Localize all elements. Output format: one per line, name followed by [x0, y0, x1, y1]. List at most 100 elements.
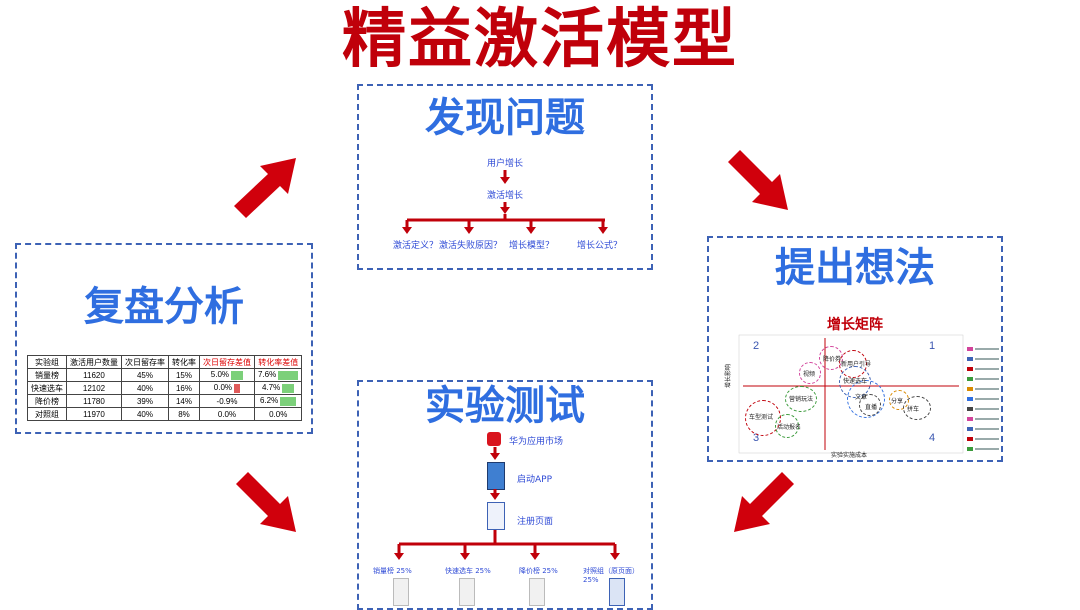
question-2: 激活失败原因？: [439, 241, 503, 251]
table-cell: 7.6%: [253, 368, 303, 382]
bubble-label-2: 新用户引导: [841, 362, 872, 368]
bar-fill: [280, 396, 297, 406]
table-cell: 14%: [168, 394, 200, 408]
cell-value: 0.0%: [269, 409, 288, 419]
ideas-title: 提出想法: [775, 245, 935, 291]
table-cell: 快速选车: [27, 381, 67, 395]
bar-fill: [282, 383, 295, 393]
page-title: 精益激活模型: [342, 3, 738, 77]
question-1: 激活定义？: [393, 241, 439, 251]
legend-row: [967, 348, 1003, 361]
table-row: 销量榜 11620 45% 15% 5.0% 7.6%: [27, 368, 303, 382]
legend-row: [967, 438, 1003, 451]
bubble-3: [799, 362, 821, 384]
arrow-ideas-to-experiment: [734, 472, 794, 532]
table-row: 降价榜 11780 39% 14% -0.9% 6.2%: [27, 394, 303, 408]
discover-flow-arrows: [402, 170, 608, 234]
col-header: 激活用户数量: [66, 355, 122, 369]
legend-row: [967, 358, 1003, 371]
matrix-y-axis-label: 增长影响: [726, 363, 732, 388]
table-cell: 5.0%: [199, 368, 255, 382]
bar-fill: [278, 370, 299, 380]
table-row: 快速选车 12102 40% 16% 0.0% 4.7%: [27, 381, 303, 395]
col-header: 转化率: [168, 355, 200, 369]
bubble-label-11: 活动报名: [777, 425, 802, 431]
table-cell: 16%: [168, 381, 200, 395]
table-cell: 15%: [168, 368, 200, 382]
arrow-review-to-experiment: [236, 472, 296, 532]
table-cell: -0.9%: [199, 394, 255, 408]
bubble-11: [775, 414, 799, 438]
register-label: 注册页面: [517, 517, 554, 527]
bar-fill: [231, 370, 244, 380]
cell-value: 4.7%: [262, 383, 281, 393]
experiment-box: 实验测试 华为应用市场 启动APP 注册页面 销量榜 25% 快速选车 25% …: [357, 380, 653, 610]
variant-thumbnail: [529, 578, 545, 606]
quadrant-3: 3: [753, 432, 760, 444]
group-label-2: 快速选车 25%: [445, 567, 491, 575]
table-cell: 40%: [121, 407, 169, 421]
table-cell: 11620: [66, 368, 122, 382]
legend-row: [967, 378, 1003, 391]
col-header: 实验组: [27, 355, 67, 369]
col-header: 转化率差值: [253, 355, 303, 369]
bubble-7: [859, 394, 881, 416]
register-screen-icon: [487, 502, 505, 530]
review-box: 复盘分析 实验组 激活用户数量 次日留存率 转化率 次日留存差值 转化率差值 销…: [15, 243, 313, 434]
experiment-title: 实验测试: [425, 383, 585, 429]
legend-row: [967, 398, 1003, 411]
legend-row: [967, 408, 1003, 421]
table-cell: 4.7%: [253, 381, 303, 395]
table-cell: 45%: [121, 368, 169, 382]
col-header: 次日留存率: [121, 355, 169, 369]
store-label: 华为应用市场: [509, 437, 564, 447]
table-cell: 对照组: [27, 407, 67, 421]
table-cell: 0.0%: [253, 407, 303, 421]
user-growth-label: 用户增长: [486, 159, 523, 169]
question-3: 增长模型？: [509, 241, 555, 251]
quadrant-1: 1: [929, 340, 936, 352]
question-4: 增长公式？: [577, 241, 623, 251]
table-cell: 降价榜: [27, 394, 67, 408]
col-header: 次日留存差值: [199, 355, 255, 369]
bubble-label-7: 直播: [865, 405, 878, 411]
table-cell: 40%: [121, 381, 169, 395]
table-row: 对照组 11970 40% 8% 0.0% 0.0%: [27, 407, 303, 421]
bubble-label-6: 文章: [855, 395, 868, 401]
table-cell: 11780: [66, 394, 122, 408]
experiment-flow-arrows: [394, 447, 620, 560]
discover-box: 发现问题 用户增长 激活增长 激活定义？ 激活失败原因？ 增长模型？ 增长公式？: [357, 84, 653, 270]
cell-value: 0.0%: [217, 409, 237, 419]
table-cell: 11970: [66, 407, 122, 421]
cell-value: -0.9%: [216, 396, 238, 406]
launch-label: 启动APP: [517, 475, 553, 485]
huawei-store-icon: [487, 432, 501, 446]
arrow-review-to-discover: [234, 158, 296, 218]
bubble-label-5: 营销玩法: [789, 397, 814, 403]
activation-growth-label: 激活增长: [486, 191, 523, 201]
review-title: 复盘分析: [84, 284, 244, 330]
arrow-discover-to-ideas: [728, 150, 788, 210]
cell-value: 0.0%: [213, 383, 232, 393]
table-cell: 销量榜: [27, 368, 67, 382]
bar-fill: [234, 383, 241, 393]
table-cell: 0.0%: [199, 381, 255, 395]
table-cell: 0.0%: [199, 407, 255, 421]
bubble-5: [785, 386, 817, 412]
bubble-6: [847, 380, 885, 418]
legend-row: [967, 388, 1003, 401]
quadrant-2: 2: [753, 340, 760, 352]
legend-row: [967, 338, 1003, 351]
discover-title: 发现问题: [425, 95, 585, 141]
bubble-label-3: 视频: [803, 372, 816, 378]
legend-row: [967, 428, 1003, 441]
group-label-1: 销量榜 25%: [373, 567, 412, 575]
quadrant-4: 4: [929, 432, 936, 444]
bubble-label-8: 分享: [891, 399, 904, 405]
cell-value: 7.6%: [258, 370, 277, 380]
bubble-label-1: 降价券: [823, 357, 842, 363]
review-table: 实验组 激活用户数量 次日留存率 转化率 次日留存差值 转化率差值 销量榜 11…: [27, 355, 303, 421]
legend-row: [967, 418, 1003, 431]
variant-thumbnail: [459, 578, 475, 606]
bubble-label-4: 快速选车: [843, 379, 868, 385]
